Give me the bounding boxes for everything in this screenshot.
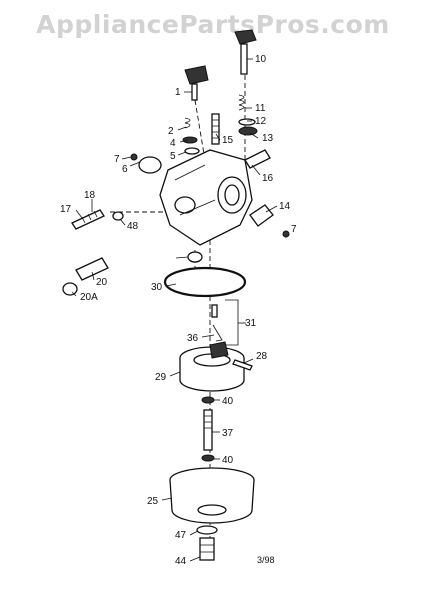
part-throttle-shaft <box>234 29 257 75</box>
part-choke-shaft <box>184 65 209 101</box>
callout-15: 15 <box>222 135 234 146</box>
part-welch-plug <box>112 211 124 221</box>
watermark: AppliancePartsPros.com <box>36 10 390 39</box>
callout-4: 4 <box>170 138 176 149</box>
callout-16: 16 <box>262 173 274 184</box>
callout-6: 6 <box>122 164 128 175</box>
callout-20A: 20A <box>80 292 98 303</box>
part-fuel-inlet <box>244 149 271 169</box>
callout-18: 18 <box>84 190 96 201</box>
part-throttle-plate <box>249 204 290 238</box>
part-throttle-spring <box>238 94 245 111</box>
callout-37-lower: 40 <box>222 455 234 466</box>
callout-30: 31 <box>245 318 257 329</box>
callout-40: 44 <box>175 556 187 567</box>
callout-25: 25 <box>147 496 159 507</box>
part-float <box>179 341 245 392</box>
part-throttle-seal <box>238 118 258 136</box>
part-choke-plate <box>130 153 162 174</box>
callout-31: 36 <box>187 333 199 344</box>
callout-37-upper: 40 <box>222 396 234 407</box>
callout-29: 30 <box>151 282 163 293</box>
callout-13: 13 <box>262 133 274 144</box>
part-float-bowl <box>169 467 255 524</box>
part-carburetor-body <box>159 149 253 246</box>
callout-47: 48 <box>127 221 139 232</box>
callout-labels: 10 1 11 12 2 13 15 4 5 7 6 16 18 14 17 4… <box>60 54 297 567</box>
part-inlet-tube <box>75 257 109 281</box>
callout-27: 28 <box>256 351 268 362</box>
part-mixture-screw <box>71 209 105 230</box>
date-code: 3/98 <box>257 555 275 565</box>
part-jet-washer-bottom <box>201 454 215 462</box>
callout-5: 5 <box>170 151 176 162</box>
part-jet-washer-top <box>201 396 215 404</box>
callout-10: 10 <box>255 54 267 65</box>
part-idle-screw <box>211 113 220 145</box>
part-float-pin <box>232 359 253 371</box>
callout-2: 2 <box>168 126 174 137</box>
part-tube-cap <box>62 282 78 296</box>
part-float-needle <box>211 299 239 346</box>
callout-11: 11 <box>255 103 266 114</box>
part-bowl-gasket <box>163 266 247 298</box>
leader-lines <box>71 58 278 562</box>
part-main-jet <box>203 409 213 451</box>
callout-14: 14 <box>279 201 291 212</box>
callout-28: 29 <box>155 372 167 383</box>
callout-7-upper: 7 <box>114 154 120 165</box>
part-needle-seat <box>187 251 203 263</box>
part-bowl-washer <box>196 525 218 535</box>
part-bowl-nut <box>199 537 215 561</box>
callout-36: 37 <box>222 428 234 439</box>
callout-17: 17 <box>60 204 72 215</box>
part-choke-spring <box>182 117 200 155</box>
callout-1: 1 <box>175 87 181 98</box>
callout-44: 47 <box>175 530 187 541</box>
callout-20: 20 <box>96 277 108 288</box>
callout-12: 12 <box>255 116 267 127</box>
callout-7-lower: 7 <box>291 224 297 235</box>
